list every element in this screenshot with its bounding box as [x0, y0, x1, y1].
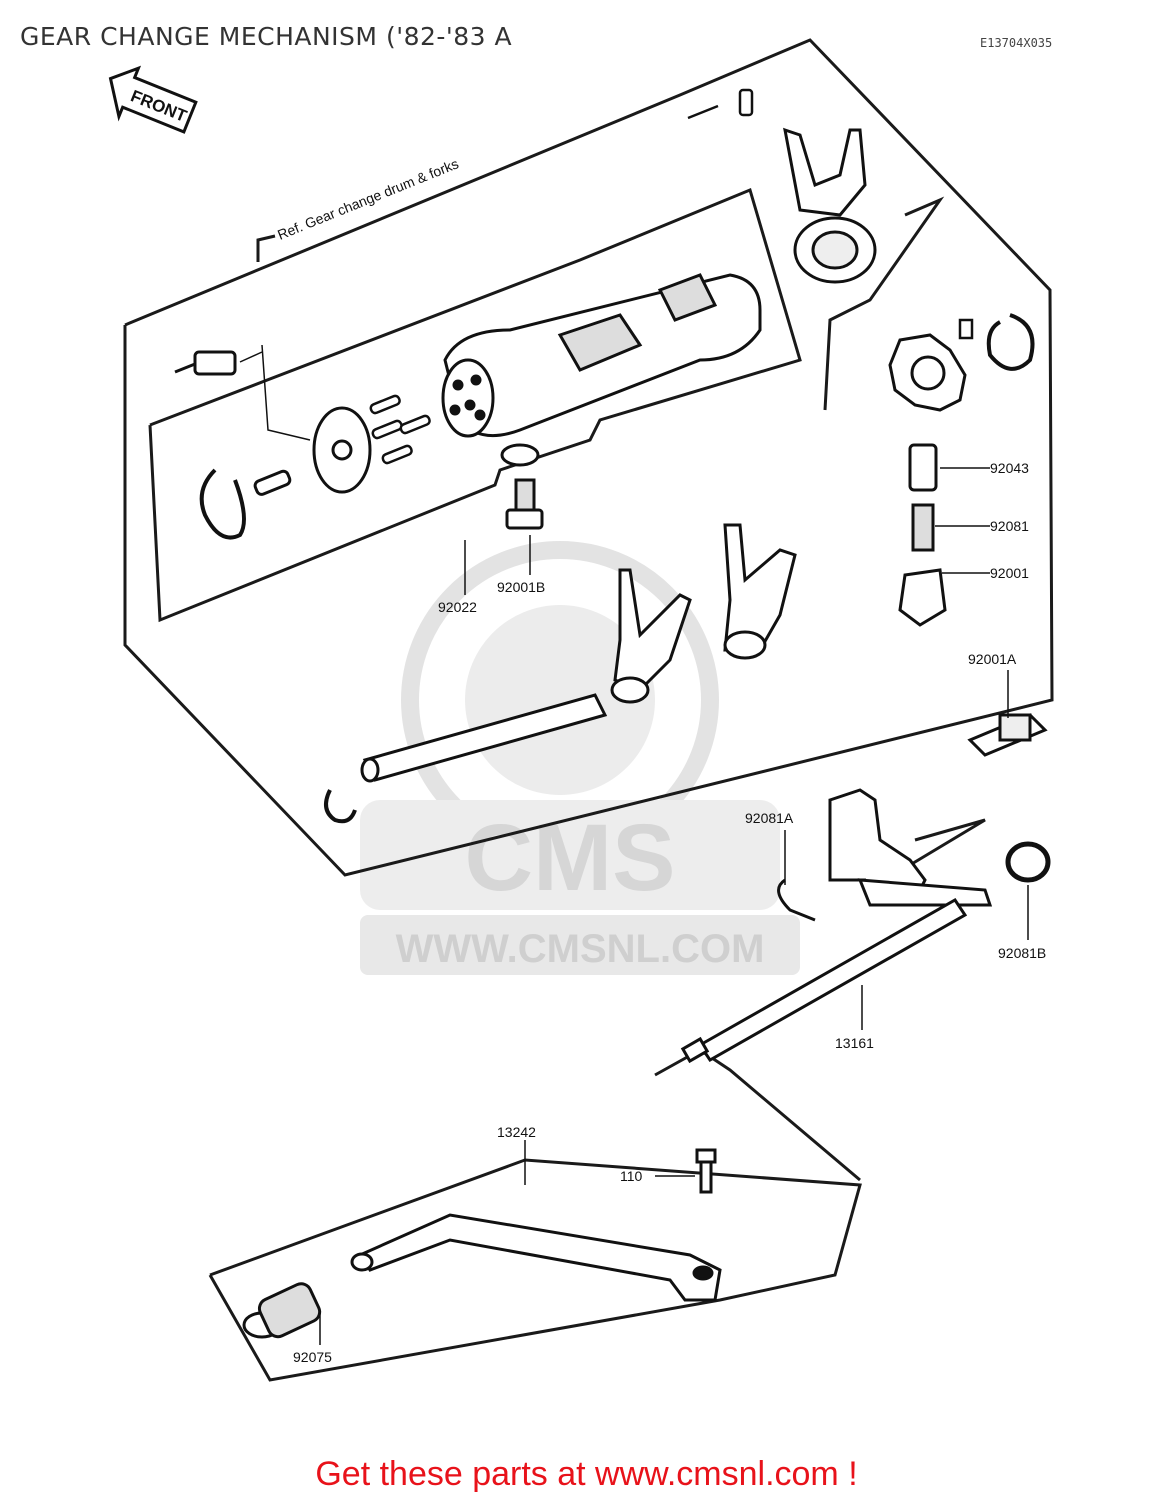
stopper-assembly: [500, 443, 544, 530]
fork-shaft: [360, 693, 608, 783]
pedal-bolt: [695, 1148, 717, 1194]
shift-pedal: [350, 1213, 722, 1302]
outer-panel-outline: [123, 38, 1054, 877]
part-92081A: 92081A: [745, 810, 794, 826]
part-92022: 92022: [438, 599, 477, 615]
part-92075: 92075: [293, 1349, 332, 1365]
diagram-code: E13704X035: [980, 36, 1053, 50]
part-92081B: 92081B: [998, 945, 1046, 961]
circlip-left: [199, 468, 246, 540]
shift-fork-top: [783, 127, 877, 284]
fork-diamond: [823, 196, 945, 411]
front-arrow-icon: FRONT: [108, 65, 198, 134]
detent-parts-right: [898, 443, 947, 627]
cam-plate: [312, 406, 372, 494]
part-13242: 13242: [497, 1124, 536, 1140]
footer-banner: Get these parts at www.cmsnl.com !: [0, 1455, 1173, 1494]
part-92001A: 92001A: [968, 651, 1017, 667]
footer-text-after: !: [838, 1455, 858, 1493]
pin-set: [369, 394, 431, 465]
watermark-brand: CMS: [464, 805, 675, 911]
shift-mechanism-arm: [828, 788, 993, 907]
footer-text-before: Get these parts at: [315, 1455, 596, 1493]
ref-bracket: [256, 234, 276, 262]
drum-panel-outline: [148, 187, 802, 623]
watermark: CMS WWW.CMSNL.COM: [360, 541, 800, 975]
circlip-right: [986, 313, 1035, 371]
pedal-rubber: [242, 1282, 322, 1339]
part-92043: 92043: [990, 460, 1029, 476]
part-92081: 92081: [990, 518, 1029, 534]
pivot-bolt: [967, 713, 1048, 757]
page-title: GEAR CHANGE MECHANISM ('82-'83 A: [20, 22, 513, 51]
part-110: 110: [620, 1168, 643, 1184]
return-spring: [1005, 841, 1051, 883]
cam-screw: [253, 469, 292, 496]
footer-link[interactable]: www.cmsnl.com: [595, 1455, 839, 1493]
lever-panel-outline: [208, 1158, 862, 1382]
shift-shaft: [680, 898, 968, 1064]
shaft-zigzag: [909, 818, 986, 867]
dowel-pin: [958, 318, 974, 340]
part-92001: 92001: [990, 565, 1029, 581]
shaft-circlip: [324, 789, 357, 824]
part-92001B: 92001B: [497, 579, 545, 595]
part-13161: 13161: [835, 1035, 874, 1051]
neutral-switch: [174, 350, 237, 376]
ref-label: Ref. Gear change drum & forks: [275, 155, 461, 242]
gear-change-drum: [441, 273, 762, 438]
watermark-url: WWW.CMSNL.COM: [396, 927, 765, 971]
shift-forks-lower: [610, 523, 797, 704]
pin-parts-top: [687, 88, 754, 120]
star-plate: [888, 333, 967, 412]
spring-clip: [777, 878, 816, 922]
lever-link-line: [654, 1048, 861, 1182]
